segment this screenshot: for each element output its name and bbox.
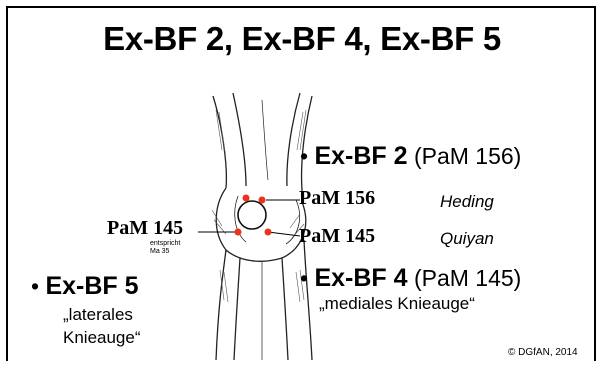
pam145-right-label: PaM 145 bbox=[299, 225, 375, 248]
point-pam156 bbox=[259, 197, 266, 204]
pam145-left-note: entspricht Ma 35 bbox=[150, 240, 180, 256]
exbf5-desc-line1: „laterales bbox=[63, 305, 133, 325]
pam156-label: PaM 156 bbox=[299, 187, 375, 210]
bullet: • bbox=[300, 143, 308, 169]
pam145-note-line1: entspricht bbox=[150, 240, 180, 248]
exbf4-desc: „mediales Knieauge“ bbox=[319, 294, 475, 314]
exbf2-code: Ex-BF 2 bbox=[314, 142, 407, 170]
pam145-note-line2: Ma 35 bbox=[150, 248, 180, 256]
exbf2-ref: (PaM 156) bbox=[414, 143, 521, 169]
patella-circle bbox=[238, 201, 266, 229]
point-upper-left bbox=[243, 195, 250, 202]
exbf4-row: • Ex-BF 4 (PaM 145) bbox=[300, 264, 521, 293]
exbf2-row: • Ex-BF 2 (PaM 156) bbox=[300, 142, 521, 171]
copyright-text: © DGfAN, 2014 bbox=[508, 347, 578, 358]
pam145-right-name: Quiyan bbox=[440, 229, 494, 249]
point-pam145-left bbox=[235, 229, 242, 236]
point-pam145-right bbox=[265, 229, 272, 236]
pam156-name: Heding bbox=[440, 192, 494, 212]
exbf4-code: Ex-BF 4 bbox=[314, 264, 407, 292]
exbf5-code: Ex-BF 5 bbox=[45, 272, 138, 300]
exbf5-desc-line2: Knieauge“ bbox=[63, 328, 141, 348]
exbf5-row: • Ex-BF 5 bbox=[31, 272, 139, 301]
knee-outline bbox=[213, 93, 312, 360]
pam145-left-label: PaM 145 bbox=[107, 217, 183, 240]
exbf4-ref: (PaM 145) bbox=[414, 265, 521, 291]
bullet: • bbox=[31, 273, 39, 299]
bullet: • bbox=[300, 265, 308, 291]
